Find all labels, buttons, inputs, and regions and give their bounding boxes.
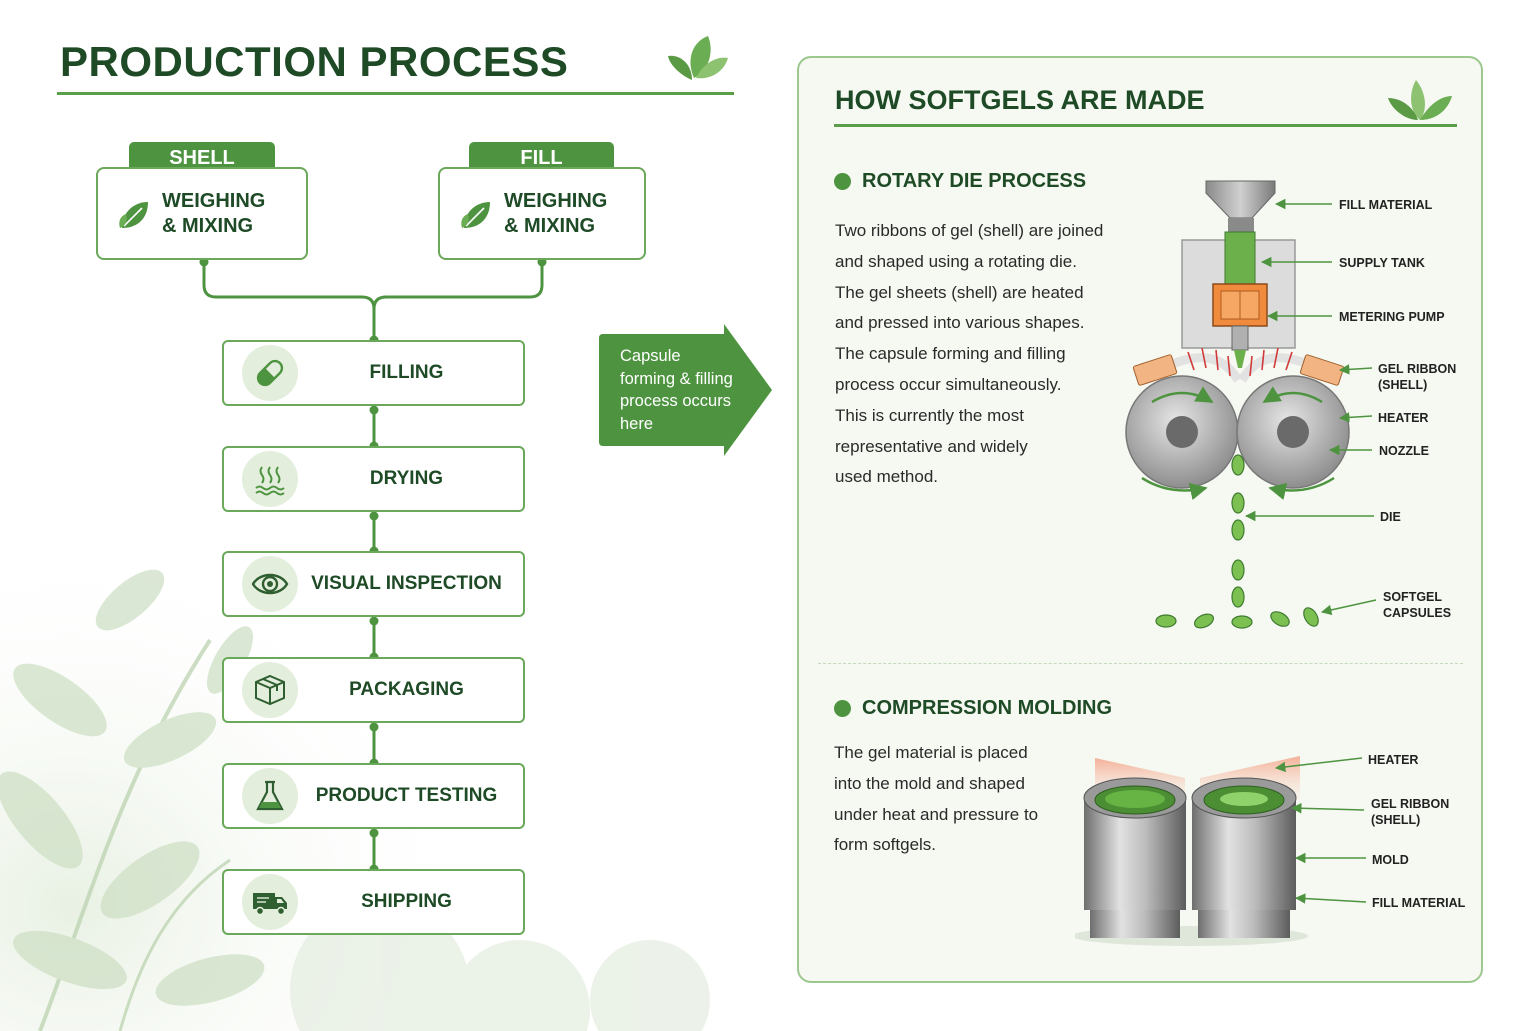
label-fill-material: FILL MATERIAL	[1339, 198, 1433, 212]
step-label: VISUAL INSPECTION	[311, 573, 502, 594]
step-label: SHIPPING	[361, 891, 452, 912]
leaf-logo-icon	[668, 36, 728, 80]
compression-molding-title: COMPRESSION MOLDING	[862, 697, 1113, 719]
capsule-icon	[256, 359, 284, 387]
step-shipping: SHIPPING	[222, 869, 525, 935]
step-drying: DRYING	[222, 446, 525, 512]
leaf-icon	[119, 201, 148, 228]
panel-title: HOW SOFTGELS ARE MADE	[835, 85, 1205, 115]
label-heater: HEATER	[1378, 411, 1429, 425]
fill-weighing-box: WEIGHING & MIXING	[438, 167, 646, 260]
leaf-logo-icon	[1388, 80, 1452, 120]
callout-text: Capsule forming & filling process occurs…	[620, 347, 733, 433]
compression-mold-diagram	[1075, 756, 1367, 946]
step-packaging: PACKAGING	[222, 657, 525, 723]
section-bullet	[834, 173, 851, 190]
truck-icon	[253, 893, 287, 916]
label-mold-gel-ribbon: GEL RIBBON (SHELL)	[1371, 797, 1450, 827]
label-mold: MOLD	[1372, 853, 1409, 867]
section-bullet	[834, 700, 851, 717]
step-label: DRYING	[369, 468, 444, 489]
rotary-die-title: ROTARY DIE PROCESS	[862, 170, 1087, 192]
step-product-testing: PRODUCT TESTING	[222, 763, 525, 829]
page-title: PRODUCTION PROCESS	[60, 38, 569, 85]
step-label: PRODUCT TESTING	[315, 785, 498, 806]
leaf-icon	[461, 201, 490, 228]
rotary-die-description: Two ribbons of gel (shell) are joined an…	[835, 221, 1104, 487]
label-gel-ribbon: GEL RIBBON (SHELL)	[1378, 362, 1457, 392]
shell-weighing-box: WEIGHING & MIXING	[96, 167, 308, 260]
label-nozzle: NOZZLE	[1379, 444, 1429, 458]
rotary-die-diagram	[1125, 180, 1377, 629]
step-filling: FILLING	[222, 340, 525, 406]
shell-weighing-line2: & MIXING	[162, 214, 254, 237]
label-supply-tank: SUPPLY TANK	[1339, 256, 1425, 270]
title-underline	[57, 92, 734, 95]
step-label: FILLING	[369, 362, 444, 383]
compression-molding-description: The gel material is placed into the mold…	[834, 743, 1039, 855]
label-mold-heater: HEATER	[1368, 753, 1419, 767]
step-visual-inspection: VISUAL INSPECTION	[222, 551, 525, 617]
label-die: DIE	[1380, 510, 1401, 524]
eye-icon	[251, 573, 289, 595]
callout-arrow	[599, 324, 772, 456]
label-softgel-capsules: SOFTGEL CAPSULES	[1383, 590, 1452, 620]
fill-weighing-line2: & MIXING	[504, 214, 596, 237]
heat-waves-icon	[255, 466, 285, 496]
label-mold-fill-material: FILL MATERIAL	[1372, 896, 1466, 910]
flask-icon	[256, 780, 284, 811]
shell-weighing-line1: WEIGHING	[162, 189, 266, 212]
fill-weighing-line1: WEIGHING	[504, 189, 608, 212]
step-label: PACKAGING	[349, 679, 464, 700]
panel-title-underline	[834, 124, 1457, 127]
section-divider	[818, 663, 1463, 664]
box-icon	[255, 674, 285, 706]
label-metering-pump: METERING PUMP	[1339, 310, 1445, 324]
